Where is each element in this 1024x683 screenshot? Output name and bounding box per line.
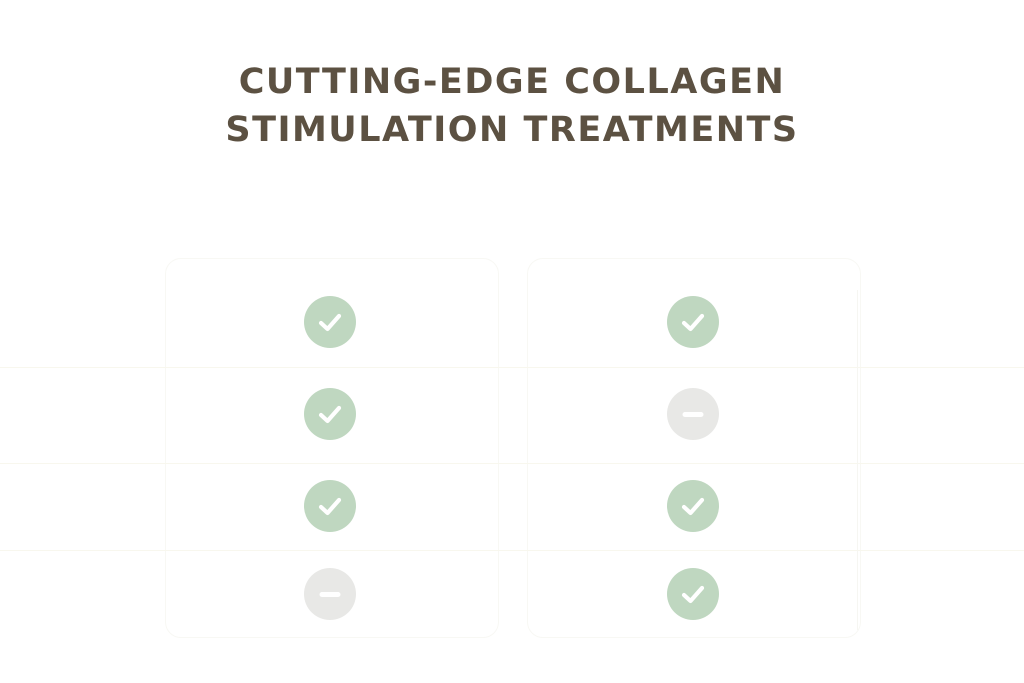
- check-icon: [304, 388, 356, 440]
- row-divider: [0, 463, 1024, 464]
- row-divider: [0, 367, 1024, 368]
- column-divider: [857, 290, 858, 630]
- check-icon: [667, 568, 719, 620]
- page-title: CUTTING-EDGE COLLAGEN STIMULATION TREATM…: [0, 58, 1024, 154]
- minus-icon: [667, 388, 719, 440]
- row-divider: [0, 550, 1024, 551]
- title-line-2: STIMULATION TREATMENTS: [225, 110, 799, 150]
- title-line-1: CUTTING-EDGE COLLAGEN: [238, 62, 786, 102]
- column-card-1: [165, 258, 499, 638]
- check-icon: [667, 296, 719, 348]
- column-card-2: [527, 258, 861, 638]
- check-icon: [304, 296, 356, 348]
- check-icon: [667, 480, 719, 532]
- minus-icon: [304, 568, 356, 620]
- check-icon: [304, 480, 356, 532]
